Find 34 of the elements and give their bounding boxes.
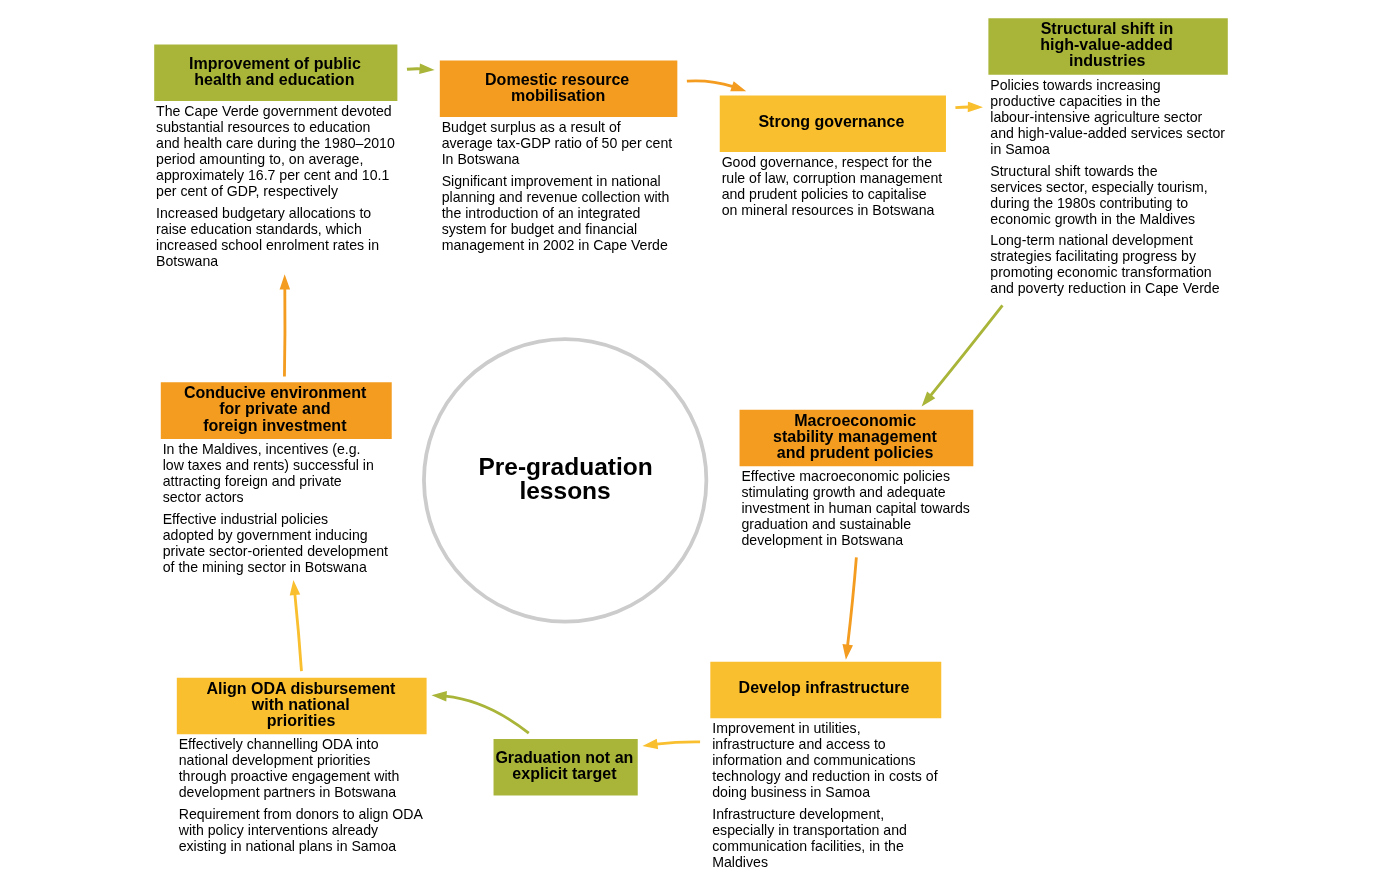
node-label: In the Maldives, incentives (e.g. low taxes and rents) successful in attracting foreign and private sector actors — [162, 440, 374, 506]
node-label: Budget surplus as a result of average tax-GDP ratio of 50 per cent In Botswana — [441, 119, 673, 168]
arrow — [406, 63, 435, 75]
node-circle: Pre-graduation lessons — [422, 337, 709, 624]
arrow — [686, 79, 747, 92]
node-label: Improvement in utilities, infrastructure and access to information and communications technology and reduction in costs of doing business in Samoa — [712, 720, 938, 801]
node-label: Long-term national development strategies facilitating progress by promoting economic transformation and poverty reduction in Cape Verde — [990, 232, 1220, 297]
arrow — [289, 579, 303, 672]
arrow — [431, 690, 530, 735]
node-box: Domestic resource mobilisation — [439, 60, 678, 118]
node-box: Macroeconomic stability management and prudent policies — [739, 409, 974, 467]
arrow — [279, 274, 291, 377]
node-label: Effective industrial policies adopted by government inducing private sector-oriented development of the mining sector in Botswana — [162, 510, 389, 575]
node-label: Effective macroeconomic policies stimulating growth and adequate investment in human capital towards graduation and sustainable development in Botswana — [741, 468, 970, 549]
node-label: Good governance, respect for the rule of law, corruption management and prudent policies to capitalise on mineral resources in Botswana — [721, 154, 943, 219]
node-label: Effectively channelling ODA into national development priorities through proactive engagement with development partners in Botswana — [178, 736, 400, 801]
node-box: Conducive environment for private and foreign investment — [160, 382, 392, 439]
node-box: Strong governance — [719, 95, 946, 152]
arrow — [955, 101, 983, 113]
node-label: The Cape Verde government devoted substantial resources to education and health care during the 1980–2010 period amounting to, on average, approximately 16.7 per cent and 10.1 per cent of GDP, respectively — [156, 103, 395, 200]
node-box: Structural shift in high-value-added industries — [988, 18, 1228, 75]
node-label: Policies towards increasing productive capacities in the labour-intensive agriculture sector and high-value-added services sector in Samoa — [990, 76, 1226, 157]
node-label: Requirement from donors to align ODA with policy interventions already existing in national plans in Samoa — [178, 806, 423, 855]
node-label: Significant improvement in national planning and revenue collection with the introduction of an integrated system for budget and financial management in 2002 in Cape Verde — [441, 172, 670, 253]
node-label: Increased budgetary allocations to raise education standards, which increased school enrolment rates in Botswana — [156, 204, 380, 270]
node-box: Improvement of public health and education — [154, 44, 398, 102]
node-label: Structural shift towards the services sector, especially tourism, during the 1980s contributing to economic growth in the Maldives — [990, 162, 1208, 227]
node-box: Develop infrastructure — [710, 661, 942, 719]
arrow — [842, 557, 858, 660]
node-box: Graduation not an explicit target — [493, 739, 638, 796]
arrow — [921, 304, 1004, 407]
node-box: Align ODA disbursement with national priorities — [176, 677, 427, 735]
node-label: Infrastructure development, especially in transportation and communication facilities, in the Maldives — [712, 806, 907, 871]
arrow — [642, 738, 701, 750]
